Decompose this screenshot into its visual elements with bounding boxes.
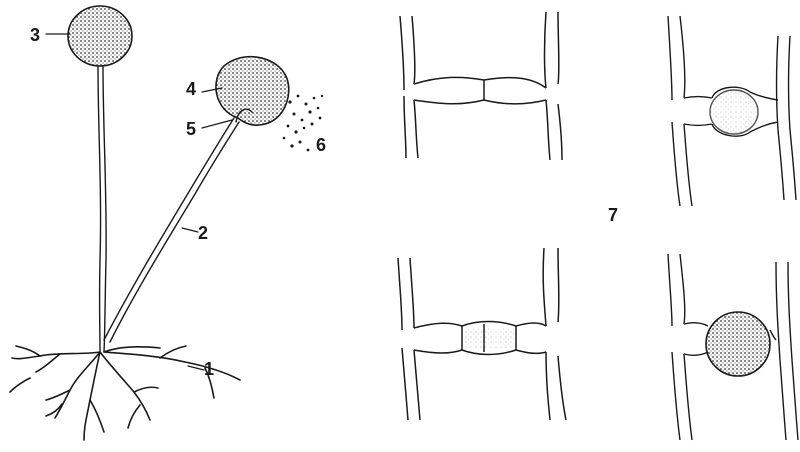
- label-3-sporangium: 3: [30, 26, 40, 44]
- sporangiophore-left: [98, 66, 101, 352]
- label-6-spores: 6: [316, 136, 326, 154]
- label-4-sporangium: 4: [186, 80, 196, 98]
- mucor-plant: [10, 6, 323, 440]
- conjugation-stage-b: [398, 248, 566, 420]
- sporangiophore-right: [104, 118, 234, 340]
- leader-lines: [46, 34, 232, 370]
- sporangium-4: [216, 57, 289, 125]
- label-7-conjugation: 7: [608, 206, 618, 224]
- conjugation-stage-c: [668, 16, 796, 206]
- label-1-rhizoids: 1: [204, 360, 214, 378]
- label-5-columella: 5: [186, 120, 196, 138]
- zygospore: [706, 312, 770, 376]
- conjugation-stage-d: [668, 254, 798, 440]
- label-2-sporangiophore: 2: [198, 224, 208, 242]
- sporangium-3: [68, 6, 132, 66]
- conjugation-stage-a: [400, 12, 562, 160]
